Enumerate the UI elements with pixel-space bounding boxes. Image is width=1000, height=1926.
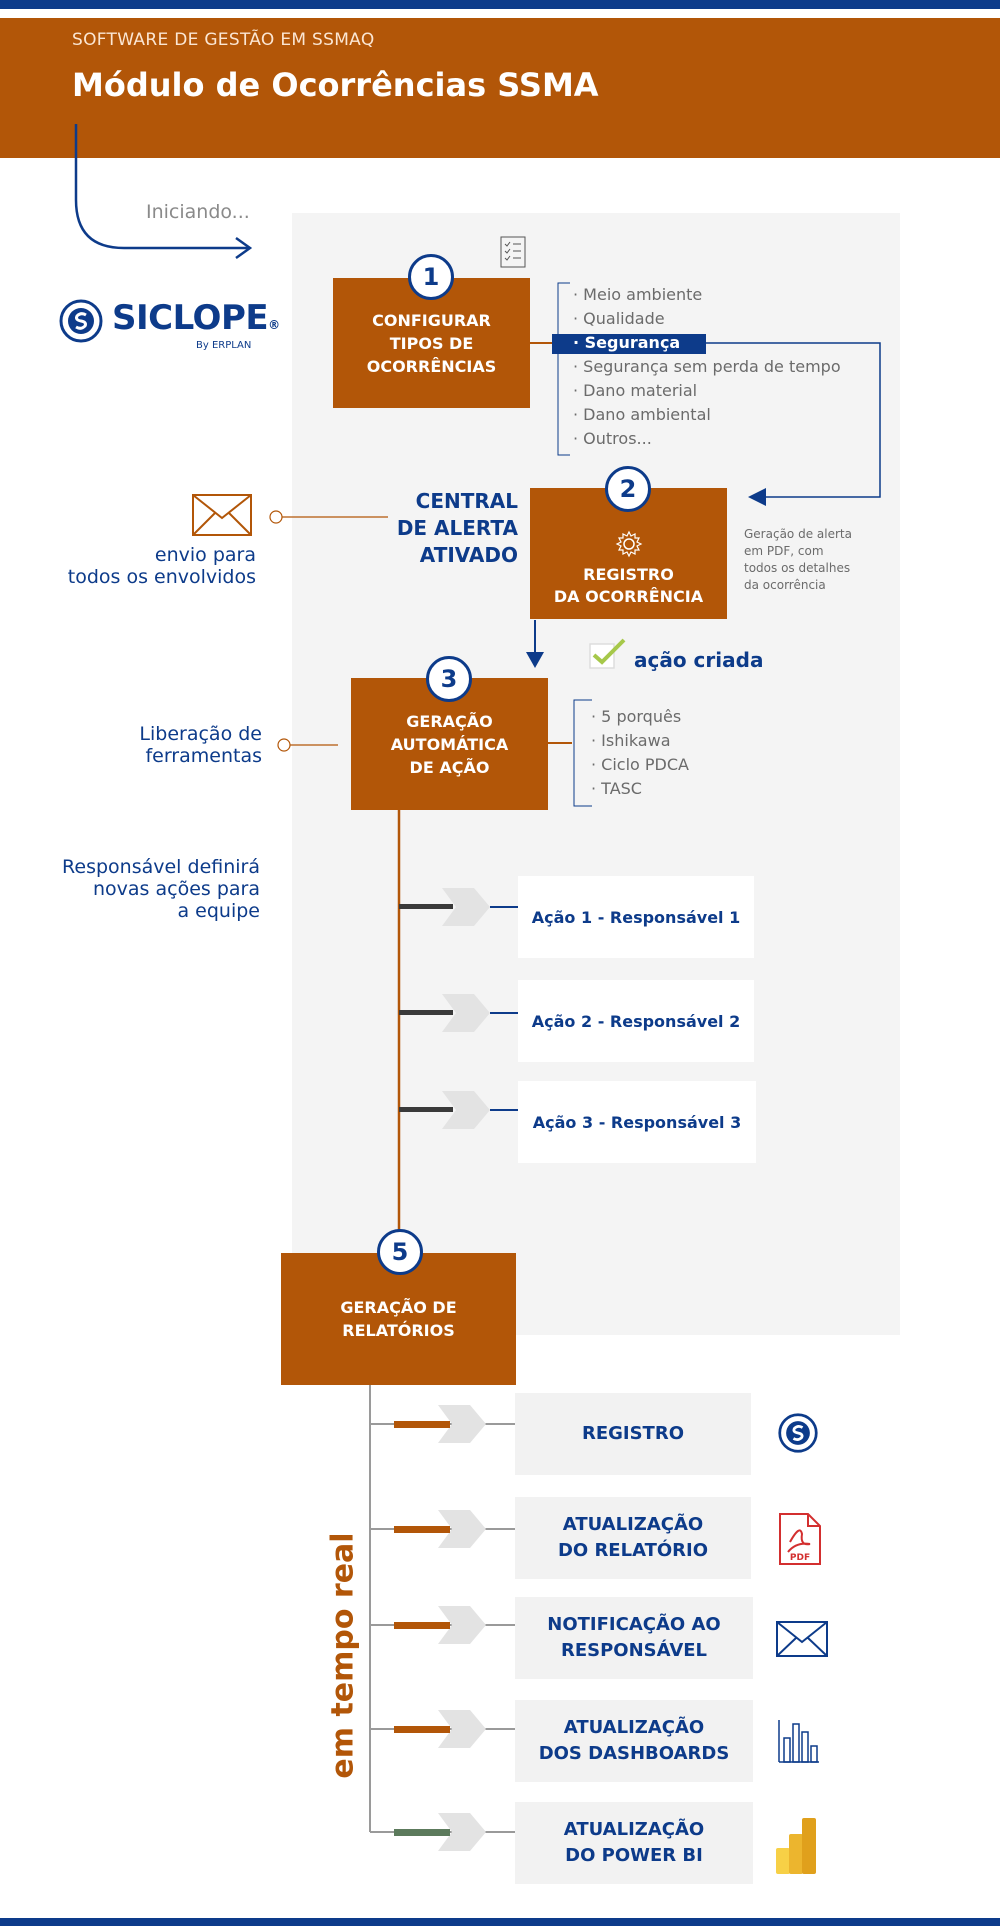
tools-release-label: Liberação de ferramentas xyxy=(139,723,262,767)
selected-type-highlight xyxy=(552,334,706,354)
start-arrow-head xyxy=(235,236,253,260)
type-item: · Dano material xyxy=(573,381,698,400)
report-box-dashboards: ATUALIZAÇÃO DOS DASHBOARDS xyxy=(515,1700,753,1782)
type-item-selected: · Segurança xyxy=(573,333,681,352)
envelope-icon xyxy=(192,494,252,536)
report-line: NOTIFICAÇÃO AO xyxy=(547,1614,721,1635)
action-box-3: Ação 3 - Responsável 3 xyxy=(518,1081,756,1163)
step5-line: RELATÓRIOS xyxy=(342,1321,455,1340)
report-branch xyxy=(370,1405,518,1443)
report-branch xyxy=(370,1813,518,1851)
report-branch xyxy=(370,1710,518,1748)
type-item: · Meio ambiente xyxy=(573,285,703,304)
type-item: · Qualidade xyxy=(573,309,665,328)
alert-line: ATIVADO xyxy=(419,543,518,567)
action-box-2: Ação 2 - Responsável 2 xyxy=(518,980,754,1062)
report-line: ATUALIZAÇÃO xyxy=(563,1819,705,1840)
report-line: DOS DASHBOARDS xyxy=(538,1743,730,1764)
tool-item: · Ishikawa xyxy=(591,731,671,750)
step5-badge: 5 xyxy=(377,1229,423,1275)
report-line: DO POWER BI xyxy=(565,1845,703,1866)
logo-wordmark: SICLOPE® xyxy=(112,298,280,338)
pdf-icon: PDF xyxy=(779,1513,821,1565)
responsible-note-line: Responsável definirá xyxy=(62,856,260,878)
step2-badge: 2 xyxy=(605,466,651,512)
alert-line: CENTRAL xyxy=(415,489,518,513)
step2-line: DA OCORRÊNCIA xyxy=(553,586,704,606)
alert-line: DE ALERTA xyxy=(396,516,518,540)
header-subtitle: SOFTWARE DE GESTÃO EM SSMAQ xyxy=(72,30,375,50)
report-branch xyxy=(370,1510,518,1548)
report-box-power-bi: ATUALIZAÇÃO DO POWER BI xyxy=(515,1802,753,1884)
step1-line: TIPOS DE xyxy=(389,333,474,353)
alert-center-label: CENTRAL DE ALERTA ATIVADO xyxy=(397,488,518,569)
notify-all-text: envio para todos os envolvidos xyxy=(68,544,256,588)
pdf-note-line: da ocorrência xyxy=(744,578,826,592)
step1-configure-box: CONFIGURAR TIPOS DE OCORRÊNCIAS xyxy=(333,278,530,408)
top-accent-bar xyxy=(0,0,1000,9)
pdf-note-line: todos os detalhes xyxy=(744,561,851,575)
step1-line: CONFIGURAR xyxy=(372,310,491,330)
gear-icon xyxy=(615,530,642,557)
pdf-note-line: em PDF, com xyxy=(744,544,824,558)
siclope-logo-icon xyxy=(59,299,103,343)
checkbox-check-icon xyxy=(589,638,626,669)
report-box-update-report: ATUALIZAÇÃO DO RELATÓRIO xyxy=(515,1497,751,1579)
responsible-note-line: a equipe xyxy=(177,900,260,922)
tools-label-line: ferramentas xyxy=(145,745,262,767)
pdf-icon-label: PDF xyxy=(790,1553,810,1563)
report-line: ATUALIZAÇÃO xyxy=(563,1717,705,1738)
tool-item: · Ciclo PDCA xyxy=(591,755,689,774)
logo-byline: By ERPLAN xyxy=(196,340,252,351)
report-branch xyxy=(370,1606,518,1644)
tool-item: · 5 porquês xyxy=(591,707,682,726)
bar-chart-icon xyxy=(778,1720,819,1763)
page-header xyxy=(0,18,1000,158)
step2-line: REGISTRO xyxy=(583,564,674,584)
envelope-icon xyxy=(776,1621,828,1657)
pdf-note-line: Geração de alerta xyxy=(744,527,852,541)
step3-line: DE AÇÃO xyxy=(409,757,490,777)
report-line: RESPONSÁVEL xyxy=(560,1640,708,1661)
type-item: · Dano ambiental xyxy=(573,405,711,424)
step1-badge: 1 xyxy=(408,254,454,300)
power-bi-icon xyxy=(776,1818,816,1874)
step3-line: GERAÇÃO xyxy=(406,711,493,731)
step5-line: GERAÇÃO DE xyxy=(340,1298,457,1317)
report-line: ATUALIZAÇÃO xyxy=(562,1514,704,1535)
action-branch-2 xyxy=(399,994,520,1032)
responsible-note-line: novas ações para xyxy=(93,878,260,900)
type-item: · Outros... xyxy=(573,429,652,448)
alert-arrow-head xyxy=(748,488,766,506)
starting-label: Iniciando... xyxy=(146,201,250,223)
report-line: DO RELATÓRIO xyxy=(557,1540,709,1561)
bottom-accent-bar xyxy=(0,1918,1000,1926)
action-branch-1 xyxy=(399,888,520,926)
pdf-alert-note: Geração de alerta em PDF, com todos os d… xyxy=(744,526,852,594)
report-box-notify: NOTIFICAÇÃO AO RESPONSÁVEL xyxy=(515,1597,753,1679)
step3-line: AUTOMÁTICA xyxy=(390,734,509,754)
report-line: REGISTRO xyxy=(581,1423,685,1444)
start-arrow-path xyxy=(74,124,248,250)
checklist-icon xyxy=(500,236,526,268)
realtime-label: em tempo real xyxy=(325,1532,361,1779)
report-box-registro: REGISTRO xyxy=(515,1393,751,1475)
step5-reports-box: GERAÇÃO DE RELATÓRIOS xyxy=(281,1253,516,1385)
tools-label-line: Liberação de xyxy=(139,723,262,745)
action-branch-3 xyxy=(399,1091,520,1129)
action-created-label: ação criada xyxy=(634,648,764,672)
tool-item: · TASC xyxy=(591,779,642,798)
siclope-logo-icon xyxy=(778,1413,818,1453)
notify-line: envio para xyxy=(154,544,256,566)
page-title: Módulo de Ocorrências SSMA xyxy=(72,66,599,104)
type-item: · Segurança sem perda de tempo xyxy=(573,357,841,376)
step1-line: OCORRÊNCIAS xyxy=(366,356,497,376)
action-box-1: Ação 1 - Responsável 1 xyxy=(518,876,754,958)
responsible-note: Responsável definirá novas ações para a … xyxy=(62,856,260,922)
step3-badge: 3 xyxy=(426,656,472,702)
notify-line: todos os envolvidos xyxy=(67,566,256,588)
